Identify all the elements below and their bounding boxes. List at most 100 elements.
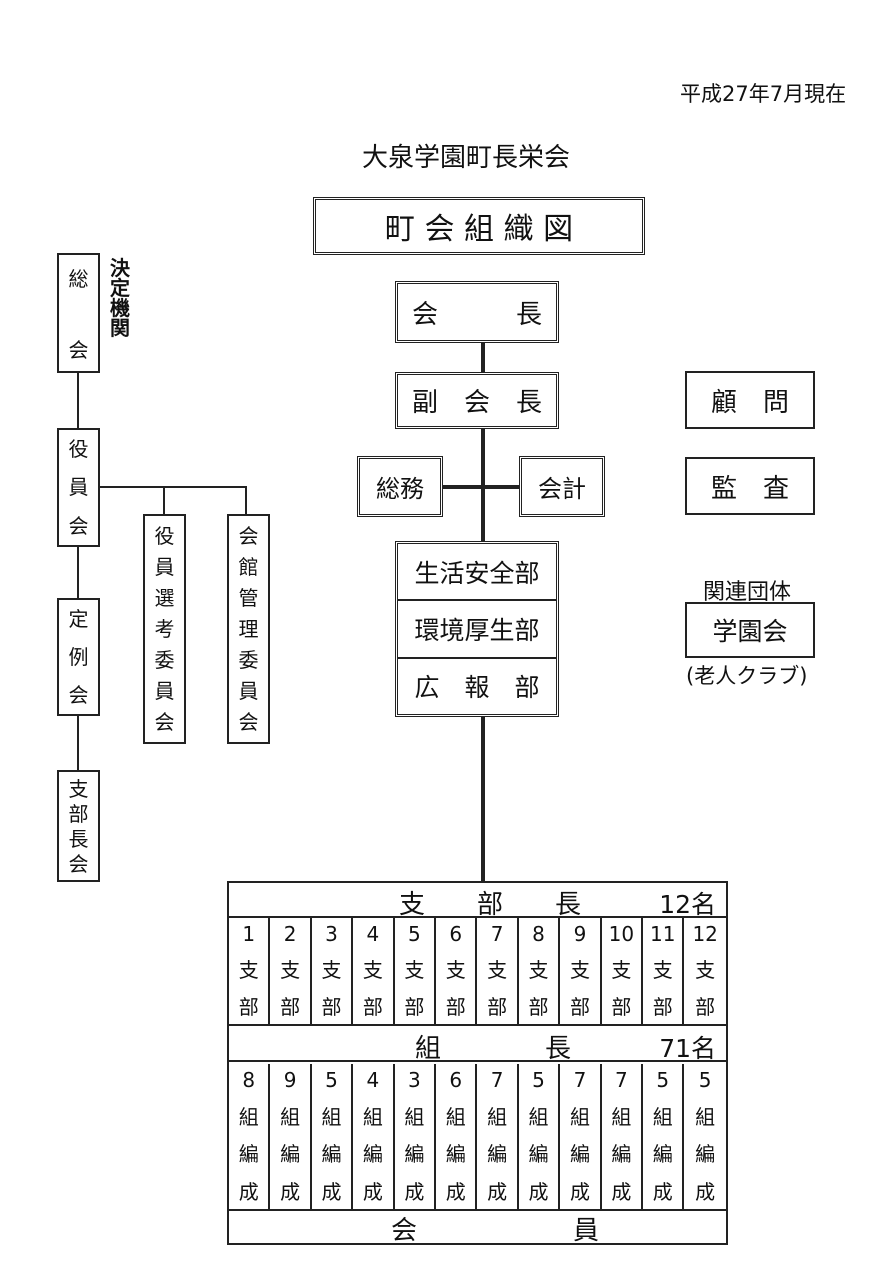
kumi-cell-2-text-3: 編	[280, 1142, 301, 1167]
kumi-cell-11-text-2: 組	[652, 1104, 673, 1129]
gakuenkai-label: 学園会	[712, 617, 788, 646]
kumi-cell-6-text-3: 編	[445, 1142, 466, 1167]
kaicho-label: 会 長	[411, 299, 542, 330]
branch-cell-1-text-2: 支	[238, 958, 259, 982]
branch-cell-10-text-3: 部	[611, 995, 632, 1019]
branch-cell-10-text-2: 支	[611, 958, 632, 982]
branch-cell-1-text-3: 部	[238, 995, 259, 1019]
kumicho-row: 組 長 71名	[229, 1026, 726, 1064]
kaikan-connector	[245, 486, 247, 514]
kumi-cell-12-text-3: 編	[695, 1142, 716, 1167]
senko-char-6: 員	[154, 679, 175, 704]
branch-cell-2-text-2: 支	[280, 958, 301, 982]
shibucho-label: 支 部 長	[399, 890, 582, 920]
branch-cell-2-text-3: 部	[280, 995, 301, 1019]
left-connector-2	[77, 546, 79, 598]
senko-char-3: 選	[154, 585, 175, 610]
kaikei-label: 会計	[538, 475, 586, 503]
teireikai-box: 定例会	[57, 598, 100, 716]
teireikai-char-3: 会	[68, 683, 89, 707]
kaiin-label: 会 員	[391, 1216, 600, 1246]
kumi-cell-10-text-1: 7	[614, 1068, 628, 1093]
center-connector-3	[481, 716, 485, 882]
kaikei-box: 会計	[519, 456, 605, 517]
kumi-cell-2-text-2: 組	[280, 1104, 301, 1129]
branch-cell-4-text-3: 部	[362, 995, 383, 1019]
kumi-cell-12-text-4: 成	[695, 1179, 716, 1204]
kumi-cell-5-text-4: 成	[404, 1179, 425, 1204]
branch-cell-11-text-3: 部	[652, 995, 673, 1019]
kumi-cell-7-text-2: 組	[487, 1104, 508, 1129]
kumi-cell-10-text-2: 組	[611, 1104, 632, 1129]
kumi-cell-1-text-3: 編	[238, 1142, 259, 1167]
shibuchokai-char-3: 長	[68, 826, 89, 851]
branch-cell-8-text-3: 部	[528, 995, 549, 1019]
branch-cell-7-text-1: 7	[490, 922, 504, 946]
dept-koho-label: 広 報 部	[414, 673, 540, 703]
kumi-cell-4-text-4: 成	[362, 1179, 383, 1204]
kumi-cell-8-text-4: 成	[528, 1179, 549, 1204]
senko-connector	[163, 486, 165, 514]
kumi-cell-4-text-2: 組	[362, 1104, 383, 1129]
gakuenkai-sub: (老人クラブ)	[686, 664, 808, 688]
somu-kaikei-line	[442, 485, 520, 489]
kumi-cell-12-text-1: 5	[698, 1068, 712, 1093]
branch-cell-9-text-2: 支	[569, 958, 590, 982]
dept-seikatsu: 生活安全部	[398, 544, 556, 602]
kumi-cell-12: 5 組編成	[684, 1064, 725, 1209]
kumi-cell-5-text-1: 3	[407, 1068, 421, 1093]
kumi-cell-11-text-3: 編	[652, 1142, 673, 1167]
kaikan-char-3: 管	[238, 585, 259, 610]
branch-cell-5-text-1: 5	[407, 922, 421, 946]
kumi-cell-8-text-3: 編	[528, 1142, 549, 1167]
kumi-cell-1-text-2: 組	[238, 1104, 259, 1129]
branch-cell-3-text-3: 部	[321, 995, 342, 1019]
teireikai-char-2: 例	[68, 645, 89, 669]
kettei-char-3: 機	[110, 296, 130, 320]
somu-box: 総務	[357, 456, 443, 517]
branch-cell-4-text-1: 4	[366, 922, 380, 946]
fukukaicho-label: 副 会 長	[411, 388, 542, 418]
senko-char-2: 員	[154, 554, 175, 579]
kumi-cell-5-text-3: 編	[404, 1142, 425, 1167]
shibucho-row: 支 部 長 12名	[229, 883, 726, 920]
teireikai-char-1: 定	[68, 607, 89, 631]
soukai-box: 総 会	[57, 253, 100, 373]
branch-cell-9-text-3: 部	[569, 995, 590, 1019]
soukai-char-1: 総	[68, 267, 89, 291]
kaikan-char-1: 会	[238, 523, 259, 548]
kumi-cell-3-text-3: 編	[321, 1142, 342, 1167]
shibuchokai-char-2: 部	[68, 801, 89, 826]
kettei-char-2: 定	[110, 276, 130, 300]
dept-koho: 広 報 部	[398, 659, 556, 714]
kettei-char-4: 関	[110, 316, 130, 340]
senko-committee-box: 役員選考委員会	[143, 514, 186, 744]
kumi-cell-11-text-4: 成	[652, 1179, 673, 1204]
branch-cell-5-text-2: 支	[404, 958, 425, 982]
kumi-cell-4: 4 組編成	[353, 1064, 395, 1209]
kumi-cell-4-text-1: 4	[366, 1068, 380, 1093]
branch-cell-8-text-1: 8	[532, 922, 545, 946]
kumi-cell-12-text-2: 組	[695, 1104, 716, 1129]
kumi-cell-4-text-3: 編	[362, 1142, 383, 1167]
fukukaicho-box: 副 会 長	[395, 372, 559, 429]
kumi-cell-7-text-4: 成	[487, 1179, 508, 1204]
kaicho-box: 会 長	[395, 281, 559, 343]
shibuchokai-box: 支部長会	[57, 770, 100, 882]
branch-cell-7-text-2: 支	[487, 958, 508, 982]
kumi-cell-1-text-1: 8	[242, 1068, 256, 1093]
dept-kankyo: 環境厚生部	[398, 601, 556, 659]
center-connector-1	[481, 342, 485, 372]
